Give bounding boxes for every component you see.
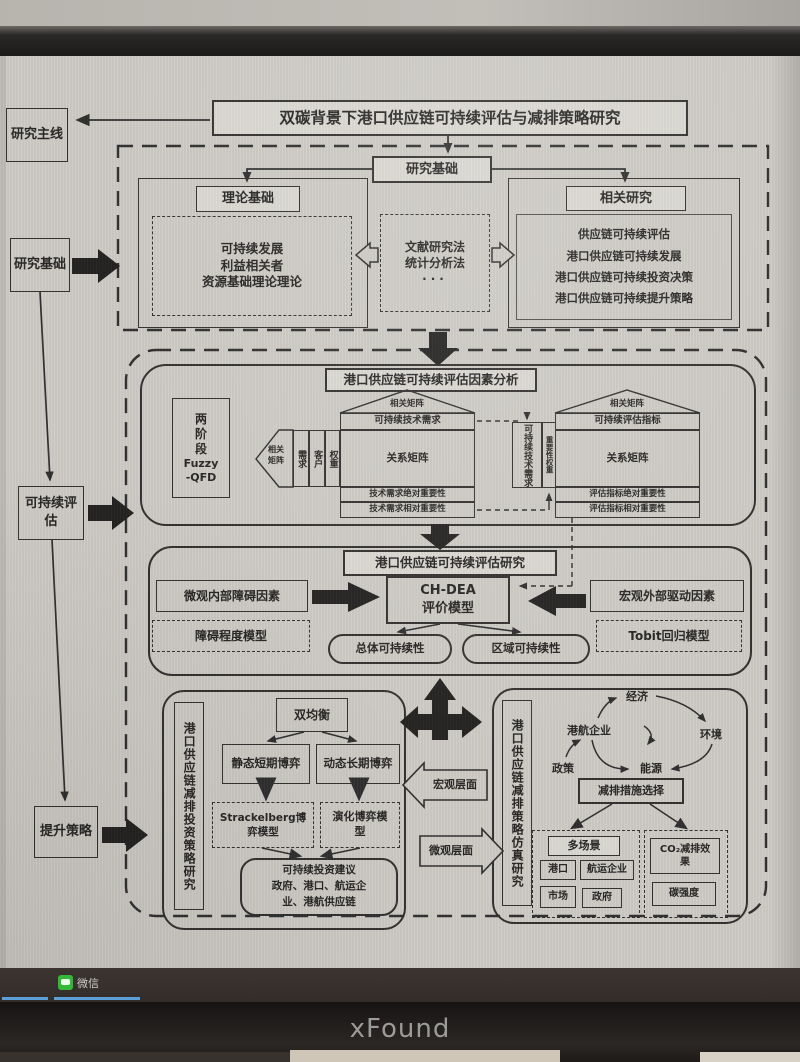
tobit-model-box: Tobit回归模型 bbox=[596, 620, 742, 652]
theory-item: 利益相关者 bbox=[220, 257, 284, 273]
house2-top-row: 可持续评估指标 bbox=[555, 413, 700, 430]
method-ellipsis: ··· bbox=[422, 272, 448, 287]
cycle-enterprise: 港航企业 bbox=[567, 724, 611, 737]
evolution-model-box: 演化博弈模型 bbox=[320, 802, 400, 848]
advice-line: 可持续投资建议 bbox=[282, 864, 356, 877]
chdea-model-box: CH-DEA 评价模型 bbox=[420, 582, 476, 617]
house2-matrix: 关系矩阵 bbox=[555, 430, 700, 487]
house1-wall-col: 权重 bbox=[325, 430, 340, 487]
scenario-market: 市场 bbox=[540, 886, 576, 908]
co2-effect-box: CO₂减排效果 bbox=[650, 838, 720, 874]
fuzzy-char: 阶 bbox=[194, 426, 207, 441]
cycle-economy: 经济 bbox=[626, 690, 648, 703]
dual-equilibrium-box: 双均衡 bbox=[276, 698, 348, 732]
section1-header: 研究基础 bbox=[372, 156, 492, 183]
chdea-line: CH-DEA bbox=[420, 583, 476, 599]
rail-strategy: 提升策略 bbox=[34, 806, 98, 858]
theory-item: 资源基础理论理论 bbox=[201, 274, 302, 290]
cycle-energy: 能源 bbox=[640, 762, 662, 775]
related-item: 供应链可持续评估 bbox=[578, 227, 670, 242]
screen-left-shade bbox=[0, 56, 6, 968]
fuzzy-qfd-box: 两 阶 段 Fuzzy -QFD bbox=[184, 412, 219, 485]
barrier-model-box: 障碍程度模型 bbox=[152, 620, 310, 652]
house1-rel-row: 技术需求相对重要性 bbox=[340, 502, 475, 518]
house2-wall: 可持续技术需求 bbox=[512, 422, 542, 488]
dynamic-game-box: 动态长期博弈 bbox=[316, 744, 400, 784]
wall-background bbox=[0, 0, 800, 28]
house2-rel-row: 评估指标相对重要性 bbox=[555, 502, 700, 518]
macro-level-label: 宏观层面 bbox=[433, 778, 477, 791]
house1-roof-label: 相关矩阵 bbox=[389, 399, 424, 409]
desk-surface-right bbox=[700, 1052, 800, 1062]
wechat-icon[interactable] bbox=[58, 975, 73, 990]
macro-drivers-box: 宏观外部驱动因素 bbox=[590, 580, 744, 612]
method-item: 文献研究法 bbox=[404, 239, 465, 254]
static-game-box: 静态短期博弈 bbox=[222, 744, 310, 784]
regional-sustainability-pill: 区域可持续性 bbox=[462, 634, 590, 664]
cycle-policy: 政策 bbox=[552, 762, 574, 775]
micro-level-label: 微观层面 bbox=[429, 844, 473, 857]
stackelberg-model-box: Strackelberg博弈模型 bbox=[212, 802, 314, 848]
wechat-label[interactable]: 微信 bbox=[77, 977, 99, 990]
house1-top-row: 可持续技术需求 bbox=[340, 413, 475, 430]
advice-line: 政府、港口、航运企 bbox=[271, 880, 367, 893]
carbon-intensity-box: 碳强度 bbox=[652, 882, 716, 906]
section2-header: 港口供应链可持续评估因素分析 bbox=[325, 368, 537, 392]
cycle-environment: 环境 bbox=[700, 728, 722, 741]
theory-items: 可持续发展 利益相关者 资源基础理论理论 bbox=[202, 241, 302, 292]
rail-foundation: 研究基础 bbox=[10, 238, 70, 292]
measure-selection-box: 减排措施选择 bbox=[578, 778, 684, 804]
investment-side-label: 港口供应链减排投资策略研究 bbox=[174, 702, 204, 910]
theory-title-box: 理论基础 bbox=[196, 186, 300, 212]
related-title-box: 相关研究 bbox=[566, 186, 686, 211]
taskbar-item-left[interactable] bbox=[2, 997, 48, 1000]
house1-abs-row: 技术需求绝对重要性 bbox=[340, 487, 475, 502]
monitor-brand-logo: xFound bbox=[349, 1014, 451, 1044]
house1-pentagon-label: 相关矩阵 bbox=[268, 445, 284, 466]
related-item: 港口供应链可持续发展 bbox=[566, 248, 682, 263]
house1-wall-col: 需求 bbox=[293, 430, 309, 487]
simulation-side-label: 港口供应链减排策略仿真研究 bbox=[502, 700, 532, 906]
scenario-title-box: 多场景 bbox=[548, 836, 620, 856]
fuzzy-latin: Fuzzy bbox=[183, 456, 219, 470]
house2-abs-row: 评估指标绝对重要性 bbox=[555, 487, 700, 502]
investment-advice-box: 可持续投资建议 政府、港口、航运企 业、港航供应链 bbox=[272, 863, 367, 910]
related-item: 港口供应链可持续提升策略 bbox=[555, 291, 693, 306]
house1-matrix: 关系矩阵 bbox=[340, 430, 475, 487]
rail-assessment: 可持续评估 bbox=[18, 486, 84, 540]
fuzzy-char: 两 bbox=[194, 411, 207, 426]
fuzzy-char: 段 bbox=[194, 441, 207, 456]
house2-wall-col: 重要性权重 bbox=[542, 422, 556, 488]
monitor-top-bezel bbox=[0, 26, 800, 56]
desk-shadow bbox=[0, 1052, 290, 1062]
theory-item: 可持续发展 bbox=[220, 240, 284, 256]
screen-right-shade bbox=[770, 56, 800, 968]
chdea-line: 评价模型 bbox=[421, 601, 474, 616]
method-item: 统计分析法 bbox=[404, 255, 465, 270]
related-item: 港口供应链可持续投资决策 bbox=[555, 270, 693, 284]
scenario-port: 港口 bbox=[540, 860, 576, 880]
related-items: 供应链可持续评估 港口供应链可持续发展 港口供应链可持续投资决策 港口供应链可持… bbox=[555, 224, 693, 309]
desk-surface bbox=[290, 1050, 560, 1062]
section3-header: 港口供应链可持续评估研究 bbox=[343, 550, 557, 576]
house2-roof-label: 相关矩阵 bbox=[609, 399, 644, 409]
wechat-underline bbox=[54, 997, 140, 1000]
methods-box: 文献研究法 统计分析法 ··· bbox=[405, 239, 465, 288]
diagram-title: 双碳背景下港口供应链可持续评估与减排策略研究 bbox=[212, 100, 688, 136]
rail-main-line: 研究主线 bbox=[6, 108, 68, 162]
house1-wall-col: 客户 bbox=[309, 430, 325, 487]
taskbar bbox=[0, 968, 800, 1002]
scenario-government: 政府 bbox=[582, 888, 622, 908]
fuzzy-latin: -QFD bbox=[185, 470, 217, 484]
scenario-shipping: 航运企业 bbox=[580, 860, 634, 880]
overall-sustainability-pill: 总体可持续性 bbox=[328, 634, 452, 664]
micro-barriers-box: 微观内部障碍因素 bbox=[156, 580, 308, 612]
advice-line: 业、港航供应链 bbox=[282, 895, 356, 908]
